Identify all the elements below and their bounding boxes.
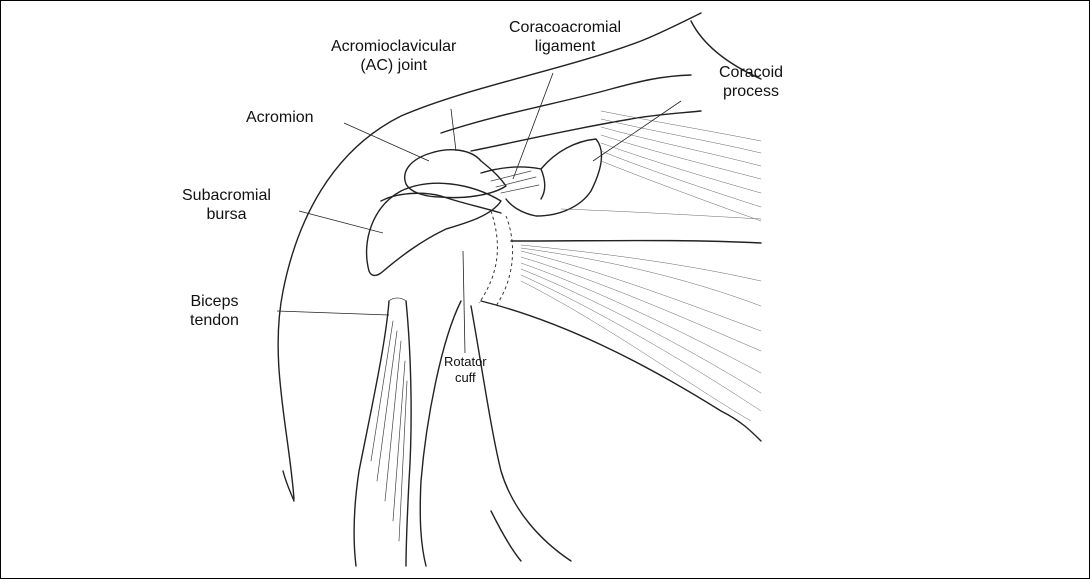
biceps-tendon xyxy=(354,301,389,566)
subacromial-bursa xyxy=(381,193,501,213)
leader-rotator-cuff xyxy=(463,251,465,353)
coracoid-process-bone xyxy=(506,139,601,216)
leader-biceps xyxy=(277,311,389,315)
clavicle-upper xyxy=(441,75,691,133)
arm-crease xyxy=(491,511,521,561)
rotator-cuff-outline xyxy=(479,211,513,306)
pectoral-upper-border xyxy=(511,241,761,244)
biceps-muscle xyxy=(406,301,411,566)
label-subacromial-bursa: Subacromial bursa xyxy=(182,186,271,224)
label-biceps-tendon: Biceps tendon xyxy=(190,292,239,330)
leader-coracoid xyxy=(593,101,681,161)
label-coracoacromial-ligament: Coracoacromial ligament xyxy=(509,18,621,56)
label-acromioclavicular-joint: Acromioclavicular (AC) joint xyxy=(331,37,456,75)
pectoral-lower-border xyxy=(481,301,761,441)
label-coracoid-process: Coracoid process xyxy=(719,63,783,101)
humerus-shaft xyxy=(420,301,461,566)
label-rotator-cuff: Rotator cuff xyxy=(444,354,487,386)
label-acromion: Acromion xyxy=(246,108,314,127)
deltoid-lower xyxy=(471,306,571,561)
shoulder-skin-outline xyxy=(278,13,701,499)
clavicle-lower xyxy=(471,111,701,151)
leader-acromion xyxy=(344,123,429,161)
leader-subacromial xyxy=(299,211,383,233)
